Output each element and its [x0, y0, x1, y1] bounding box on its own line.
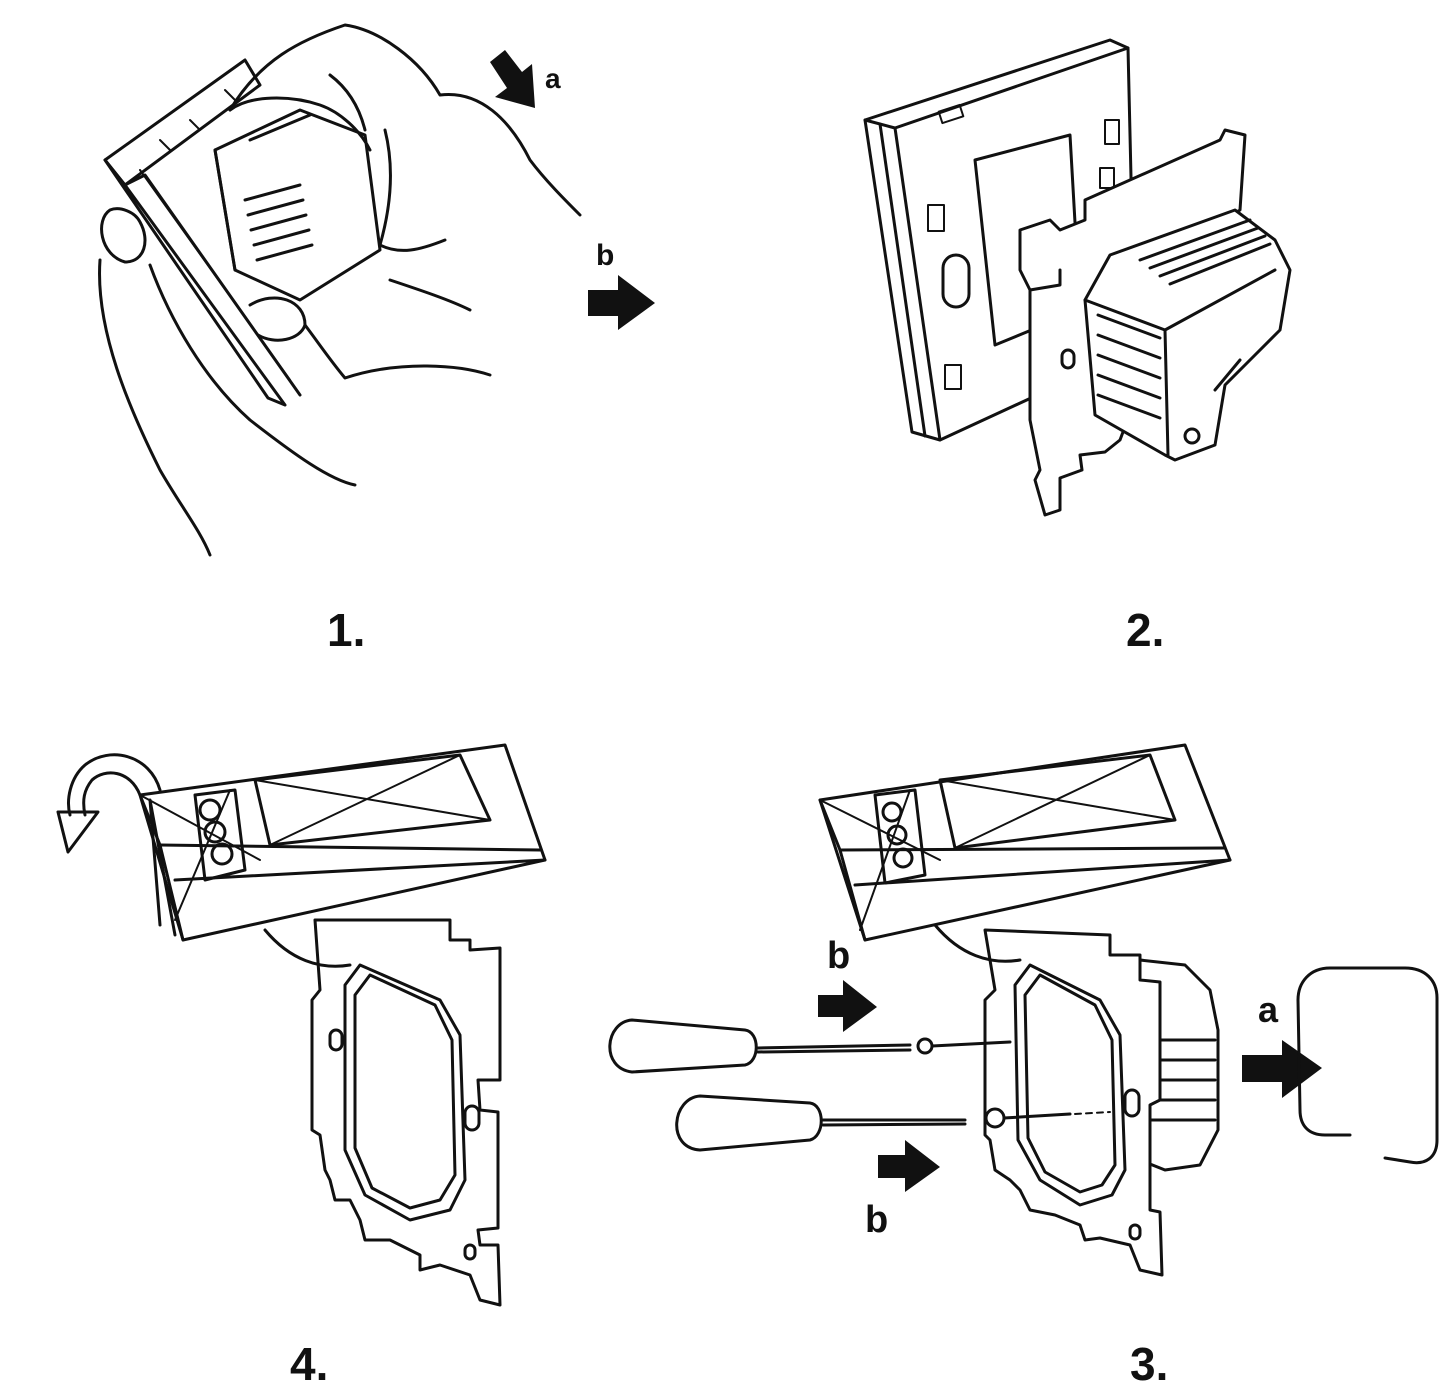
step-4-panel: 4. [56, 743, 547, 1390]
arrow-label: a [545, 63, 561, 94]
arrow-b-step1: b [588, 239, 655, 330]
arrow-label: b [865, 1199, 888, 1241]
thermostat-module-icon [1083, 208, 1292, 462]
thermostat-module-icon [138, 743, 547, 942]
step-3-panel: b b a 3. [608, 743, 1439, 1390]
step-2-panel: 2. [863, 38, 1292, 656]
arrow-b-lower: b [865, 1140, 940, 1241]
arrow-label: b [596, 239, 614, 272]
arrow-a-step1: a [490, 50, 561, 108]
arrow-b-upper: b [818, 935, 877, 1032]
step-number: 1. [327, 604, 365, 656]
terminal-block-icon [873, 788, 927, 885]
step-number: 4. [290, 1338, 328, 1390]
step-1-panel: a b 1. [98, 23, 655, 656]
arrow-label: a [1258, 989, 1279, 1030]
terminal-block-icon [193, 788, 247, 882]
hand-icon [98, 23, 582, 557]
rotate-arrow-icon [56, 753, 162, 854]
mounting-plate-icon [263, 918, 502, 1307]
arrow-label: b [827, 935, 850, 977]
thermostat-module-icon [213, 108, 382, 302]
step-number: 2. [1126, 604, 1164, 656]
frame-icon [103, 58, 302, 407]
screwdriver-icon [608, 1018, 1012, 1074]
thermostat-front-icon [818, 743, 1232, 942]
mounting-plate-icon [933, 923, 1164, 1277]
screwdriver-icon [675, 1094, 1111, 1152]
step-number: 3. [1130, 1338, 1168, 1390]
cover-plate-icon [1296, 966, 1439, 1165]
arrow-a-step3: a [1242, 989, 1322, 1098]
